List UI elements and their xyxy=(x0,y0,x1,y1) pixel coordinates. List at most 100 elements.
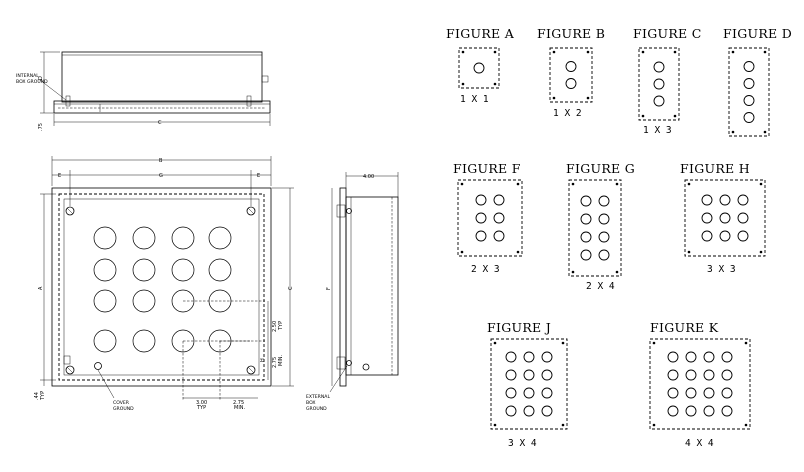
figure-c: FIGURE C 1 X 3 xyxy=(633,26,701,136)
knockout-hole xyxy=(132,258,156,282)
dim-h-label: H xyxy=(260,358,266,362)
knockout-hole xyxy=(667,387,679,399)
internal-ground-line2: BOX GROUND xyxy=(16,79,48,85)
mounting-hole xyxy=(586,50,590,54)
knockout-hole xyxy=(703,351,715,363)
panel-outline xyxy=(549,47,593,103)
knockout-hole xyxy=(523,351,535,363)
knockout-hole xyxy=(719,194,731,206)
knockout-hole xyxy=(598,231,610,243)
figure-f-panel xyxy=(457,179,523,257)
front-view: 2.50 TYP 2.75 MIN. H 3.00 TYP 2.75 MIN. … xyxy=(34,156,294,412)
dim-b-label: B xyxy=(159,158,163,164)
dim-min-h-value: 2.75 xyxy=(233,400,244,406)
knockout-hole xyxy=(703,405,715,417)
knockout-hole xyxy=(505,369,517,381)
knockout-hole xyxy=(505,351,517,363)
mounting-hole xyxy=(516,250,520,254)
figure-b: FIGURE B 1 X 2 xyxy=(537,26,605,119)
knockout-hole xyxy=(505,387,517,399)
knockout-hole xyxy=(565,78,577,89)
dim-typ-h-value: 3.00 xyxy=(196,400,207,406)
knockout-hole xyxy=(737,194,749,206)
panel-outline xyxy=(649,338,751,430)
dim-075-label: .75 xyxy=(38,123,44,131)
mounting-hole xyxy=(615,182,619,186)
knockout-hole xyxy=(685,387,697,399)
mounting-hole xyxy=(652,423,656,427)
internal-ground-label: INTERNAL BOX GROUND xyxy=(16,73,67,101)
external-ground-line3: GROUND xyxy=(306,406,327,412)
figure-d-panel xyxy=(728,47,770,137)
knockout-hole xyxy=(475,212,487,224)
knockout-hole xyxy=(667,351,679,363)
knockout-hole xyxy=(493,194,505,206)
knockout-hole xyxy=(132,329,156,353)
knockout-hole xyxy=(721,405,733,417)
figure-c-panel xyxy=(638,47,680,121)
knockout-hole xyxy=(743,61,755,72)
mounting-hole xyxy=(641,50,645,54)
figure-g-title: FIGURE G xyxy=(566,161,635,176)
panel-outline xyxy=(490,338,568,430)
knockout-hole xyxy=(719,230,731,242)
knockout-hole xyxy=(743,95,755,106)
knockout-hole xyxy=(701,194,713,206)
external-ground-line2: BOX xyxy=(306,400,316,406)
dim-typ-v-value: 2.50 xyxy=(272,321,278,332)
knockout-hole xyxy=(737,230,749,242)
figure-g-caption: 2 X 4 xyxy=(586,281,615,292)
panel-outline xyxy=(458,47,500,89)
knockout-hole xyxy=(473,62,485,74)
mounting-hole xyxy=(461,50,465,54)
cover-ground-line1: COVER xyxy=(113,400,130,406)
mounting-hole xyxy=(744,341,748,345)
mounting-hole xyxy=(571,270,575,274)
knockout-hole xyxy=(685,369,697,381)
knockout-hole xyxy=(580,195,592,207)
knockout-hole xyxy=(93,258,117,282)
mounting-hole xyxy=(687,250,691,254)
knockout-hole xyxy=(171,258,195,282)
panel-outline xyxy=(728,47,770,137)
mounting-hole xyxy=(744,423,748,427)
knockout-hole xyxy=(493,230,505,242)
mounting-hole xyxy=(673,50,677,54)
panel-outline xyxy=(568,179,622,277)
external-ground-line1: EXTERNAL xyxy=(306,394,330,400)
figure-j-caption: 3 X 4 xyxy=(508,438,537,449)
figure-j-panel xyxy=(490,338,568,430)
knockout-hole xyxy=(701,212,713,224)
internal-ground-line1: INTERNAL xyxy=(16,73,39,79)
figure-c-caption: 1 X 3 xyxy=(643,125,672,136)
mounting-hole xyxy=(615,270,619,274)
knockout-hole xyxy=(598,213,610,225)
dim-044-value: .44 xyxy=(34,392,40,400)
knockout-hole xyxy=(580,249,592,261)
mounting-hole xyxy=(493,82,497,86)
figure-a: FIGURE A 1 X 1 xyxy=(446,26,514,105)
mounting-hole xyxy=(673,114,677,118)
mounting-hole xyxy=(586,96,590,100)
knockout-hole xyxy=(208,226,232,250)
knockout-hole xyxy=(93,226,117,250)
figure-d-title: FIGURE D xyxy=(723,26,792,41)
knockout-hole xyxy=(598,249,610,261)
figure-g-panel xyxy=(568,179,622,277)
knockout-hole xyxy=(721,351,733,363)
knockout-hole xyxy=(598,195,610,207)
knockout-hole xyxy=(523,387,535,399)
figure-b-title: FIGURE B xyxy=(537,26,605,41)
dim-depth-label: 4.00 xyxy=(363,174,374,180)
figure-b-panel xyxy=(549,47,593,103)
knockout-hole xyxy=(737,212,749,224)
front-knockout-grid xyxy=(93,226,232,353)
cover-ground-line2: GROUND xyxy=(113,406,134,412)
figure-h-panel xyxy=(684,179,766,257)
dim-typ-v-note: TYP xyxy=(278,321,284,331)
dim-e-left-label: E xyxy=(58,173,61,179)
dim-c-side-label: C xyxy=(288,286,294,290)
mounting-hole xyxy=(493,423,497,427)
dim-e-right-label: E xyxy=(257,173,260,179)
figure-h-title: FIGURE H xyxy=(680,161,750,176)
